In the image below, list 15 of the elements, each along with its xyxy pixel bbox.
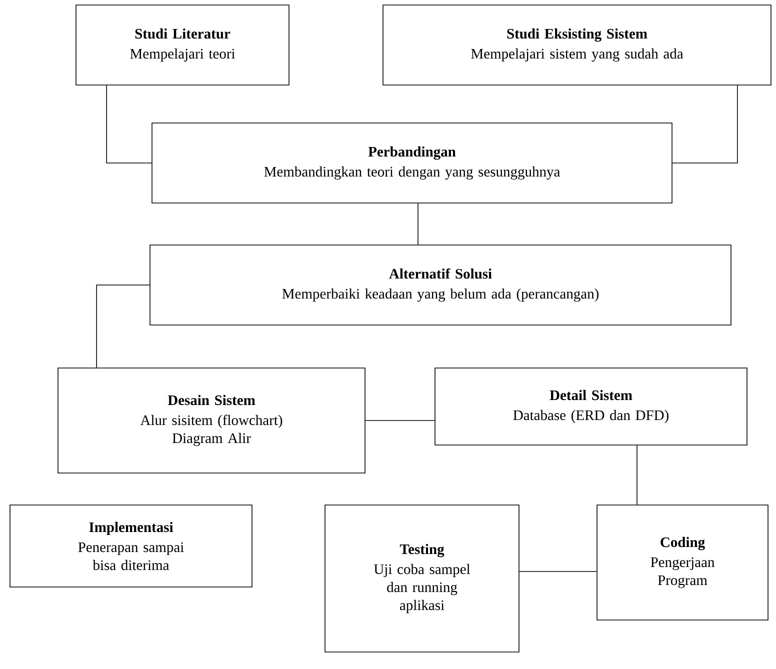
connector-line xyxy=(106,85,152,164)
connector-line xyxy=(672,85,738,164)
connector-line xyxy=(96,284,150,368)
process-box: Detail Sistem Database (ERD dan DFD) xyxy=(434,368,748,446)
connector-line xyxy=(636,445,638,505)
process-box: Coding Pengerjaan Program xyxy=(596,504,768,620)
process-box: Alternatif Solusi Memperbaiki keadaan yang belum ada (perancangan) xyxy=(150,244,732,326)
process-box: Desain Sistem Alur sisitem (flowchart) Diagram Alir xyxy=(58,368,366,474)
process-box: Implementasi Penerapan sampai bisa diterima xyxy=(10,504,252,588)
process-box: Perbandingan Membandingkan teori dengan yang sesungguhnya xyxy=(152,122,672,204)
process-box: Testing Uji coba sampel dan running aplikasi xyxy=(324,504,520,652)
connector-line xyxy=(519,571,597,572)
process-box: Studi Eksisting Sistem Mempelajari sistem yang sudah ada xyxy=(382,4,772,86)
connector-line xyxy=(365,420,435,421)
process-box: Studi Literatur Mempelajari teori xyxy=(76,4,290,86)
